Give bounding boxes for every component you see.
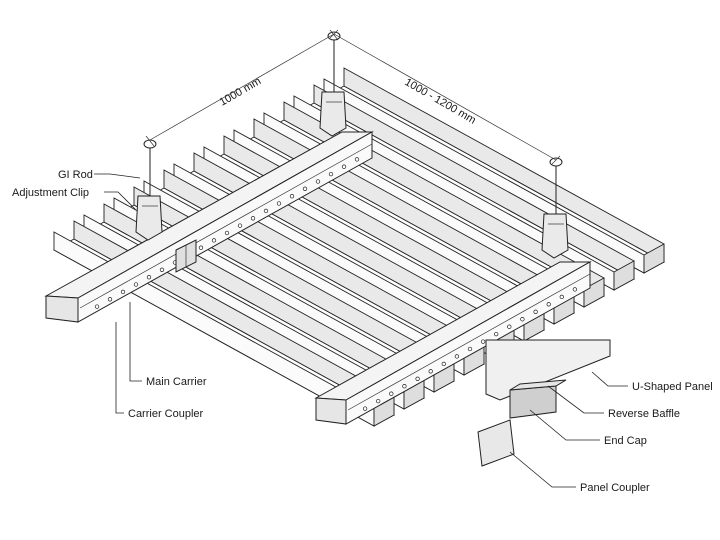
- label-u-shaped-panel: U-Shaped Panel: [632, 381, 713, 393]
- carrier-hole: [198, 245, 204, 250]
- label-panel-coupler: Panel Coupler: [580, 482, 650, 494]
- carrier-hole: [354, 157, 360, 162]
- carrier-hole: [159, 267, 165, 272]
- end-cap: [509, 379, 567, 419]
- carrier-hole: [520, 317, 525, 322]
- label-reverse-baffle: Reverse Baffle: [608, 408, 680, 420]
- carrier-hole: [146, 275, 152, 280]
- carrier-hole: [94, 304, 100, 309]
- panel-coupler: [477, 419, 515, 467]
- dimension-label-rod-spacing: 1000 mm: [218, 75, 264, 108]
- carrier-hole: [341, 164, 347, 169]
- carrier-hole: [467, 346, 473, 352]
- carrier-hole: [289, 194, 295, 199]
- carrier-hole: [237, 223, 243, 228]
- carrier-hole: [328, 171, 334, 177]
- dimension-rod-spacing: [145, 29, 339, 147]
- carrier-hole: [389, 391, 394, 396]
- label-end-cap: End Cap: [604, 435, 647, 447]
- carrier-hole: [133, 282, 139, 287]
- adjustment-clip-1: [135, 195, 163, 241]
- main-carrier-right: [314, 261, 592, 425]
- adjustment-clip-2: [319, 91, 347, 137]
- carrier-coupler: [175, 239, 197, 273]
- adjustment-clip-3: [541, 213, 569, 259]
- carrier-hole: [107, 297, 113, 302]
- carrier-hole: [211, 238, 217, 243]
- carrier-hole: [480, 339, 486, 344]
- carrier-hole: [402, 384, 407, 389]
- reverse-baffle: [485, 339, 611, 401]
- carrier-hole: [362, 406, 368, 411]
- carrier-hole: [428, 369, 433, 374]
- label-main-carrier: Main Carrier: [146, 376, 207, 388]
- carrier-hole: [376, 398, 381, 404]
- carrier-hole: [546, 302, 551, 307]
- carrier-hole: [454, 354, 460, 359]
- carrier-hole: [507, 324, 512, 329]
- label-gi-rod: GI Rod: [58, 169, 93, 181]
- carrier-hole: [415, 376, 420, 381]
- carrier-hole: [494, 331, 499, 337]
- carrier-hole: [224, 230, 230, 236]
- carrier-hole: [572, 287, 578, 292]
- label-adjustment-clip: Adjustment Clip: [12, 187, 89, 199]
- carrier-hole: [263, 208, 269, 214]
- carrier-hole: [276, 201, 282, 206]
- carrier-hole: [315, 179, 321, 184]
- carrier-hole: [533, 309, 538, 314]
- carrier-hole: [559, 294, 564, 300]
- carrier-hole: [441, 361, 446, 367]
- main-carrier-left: [44, 131, 374, 323]
- carrier-hole: [250, 216, 256, 221]
- carrier-hole: [120, 289, 126, 295]
- leader-lines: [94, 173, 628, 488]
- carrier-hole: [302, 186, 308, 191]
- dimension-carrier-spacing: [329, 29, 561, 165]
- label-carrier-coupler: Carrier Coupler: [128, 408, 204, 420]
